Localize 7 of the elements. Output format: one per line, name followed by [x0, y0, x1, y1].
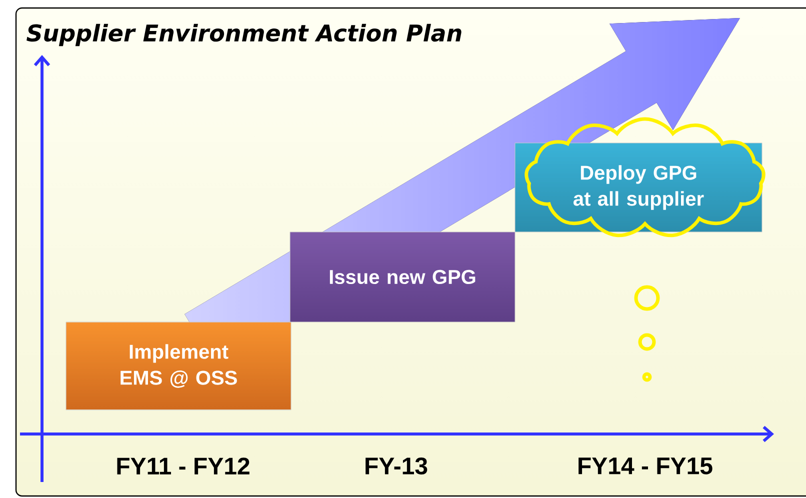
step-box: Issue new GPG	[290, 232, 516, 322]
period-label: FY11 - FY12	[117, 458, 250, 474]
period-label: FY-13	[366, 457, 428, 474]
step-box: Implement EMS @ OSS	[66, 322, 292, 410]
step-box: Deploy GPG at all supplier	[514, 142, 762, 232]
title: Supplier Environment Action Plan	[26, 24, 462, 46]
period-label: FY14 - FY15	[578, 458, 712, 474]
